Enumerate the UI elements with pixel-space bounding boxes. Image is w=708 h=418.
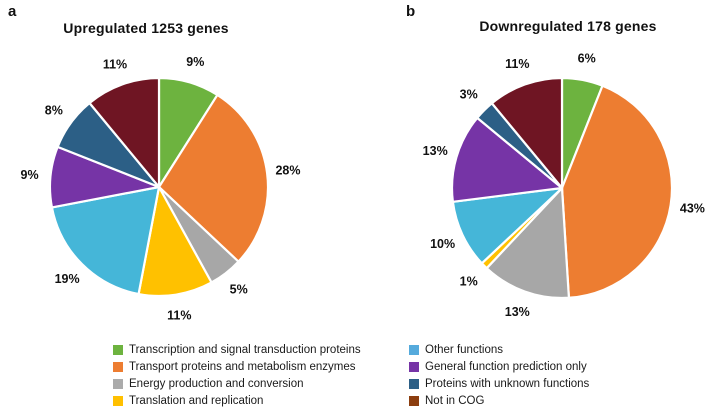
legend-swatch-general-function xyxy=(409,361,419,372)
pie-slice-percent-label: 6% xyxy=(578,51,596,65)
pie-a-slice-4 xyxy=(50,185,161,296)
pie-slice-percent-label: 28% xyxy=(275,164,300,178)
legend-item: Not in COG xyxy=(409,392,589,409)
legend-swatch-other-functions xyxy=(409,344,419,355)
legend-label: General function prediction only xyxy=(425,360,587,373)
pie-slice-percent-label: 9% xyxy=(21,168,39,182)
pie-b-slice-7 xyxy=(490,76,564,190)
panel-a-letter: a xyxy=(8,3,17,20)
legend-item: Transcription and signal transduction pr… xyxy=(113,341,361,358)
pie-a-slice-3 xyxy=(137,185,213,298)
pie-slice-percent-label: 10% xyxy=(430,237,455,251)
pie-slice-percent-label: 11% xyxy=(167,308,191,322)
pie-slice-percent-label: 3% xyxy=(460,88,478,102)
legend-swatch-unknown-functions xyxy=(409,378,419,389)
legend-column-right: Other functions General function predict… xyxy=(409,341,589,409)
legend-swatch-transport xyxy=(113,361,123,372)
pie-chart-upregulated: 9% 28% 5% 11% 19% 9% 8% 11% xyxy=(21,55,301,322)
pie-slice-percent-label: 5% xyxy=(230,283,248,297)
legend-item: Energy production and conversion xyxy=(113,375,361,392)
legend-label: Proteins with unknown functions xyxy=(425,377,590,390)
pie-b-title: Downregulated 178 genes xyxy=(479,18,657,34)
panel-b-letter: b xyxy=(406,3,416,20)
pie-slice-percent-label: 19% xyxy=(55,272,80,286)
legend-swatch-transcription xyxy=(113,344,123,355)
pie-slice-percent-label: 8% xyxy=(45,104,63,118)
pie-slice-percent-label: 11% xyxy=(505,57,529,71)
legend-label: Transport proteins and metabolism enzyme… xyxy=(129,360,356,373)
pie-chart-downregulated: 6% 43% 13% 1% 10% 13% 3% 11% xyxy=(423,51,705,319)
legend-label: Transcription and signal transduction pr… xyxy=(129,343,361,356)
pie-b-slice-5 xyxy=(450,116,564,203)
legend-item: Translation and replication xyxy=(113,392,361,409)
legend-swatch-energy xyxy=(113,378,123,389)
pie-slice-percent-label: 13% xyxy=(423,144,448,158)
legend-item: Other functions xyxy=(409,341,589,358)
pie-b-slice-2 xyxy=(485,186,571,300)
pie-slice-percent-label: 1% xyxy=(460,274,478,288)
legend-label: Not in COG xyxy=(425,394,485,407)
pie-a-slice-1 xyxy=(157,93,270,263)
legend-swatch-translation xyxy=(113,395,123,406)
legend-item: General function prediction only xyxy=(409,358,589,375)
legend-item: Proteins with unknown functions xyxy=(409,375,589,392)
pie-slice-percent-label: 13% xyxy=(505,305,530,319)
legend-column-left: Transcription and signal transduction pr… xyxy=(113,341,361,409)
pie-a-slice-7 xyxy=(88,76,161,189)
pie-slice-percent-label: 9% xyxy=(186,55,204,69)
legend-label: Energy production and conversion xyxy=(129,377,304,390)
legend-item: Transport proteins and metabolism enzyme… xyxy=(113,358,361,375)
legend-label: Other functions xyxy=(425,343,503,356)
pie-slice-percent-label: 43% xyxy=(680,202,705,216)
legend-swatch-not-in-cog xyxy=(409,395,419,406)
pie-slice-percent-label: 11% xyxy=(103,58,127,72)
legend-label: Translation and replication xyxy=(129,394,264,407)
pie-b-slice-1 xyxy=(560,84,674,299)
pie-a-title: Upregulated 1253 genes xyxy=(63,20,229,36)
